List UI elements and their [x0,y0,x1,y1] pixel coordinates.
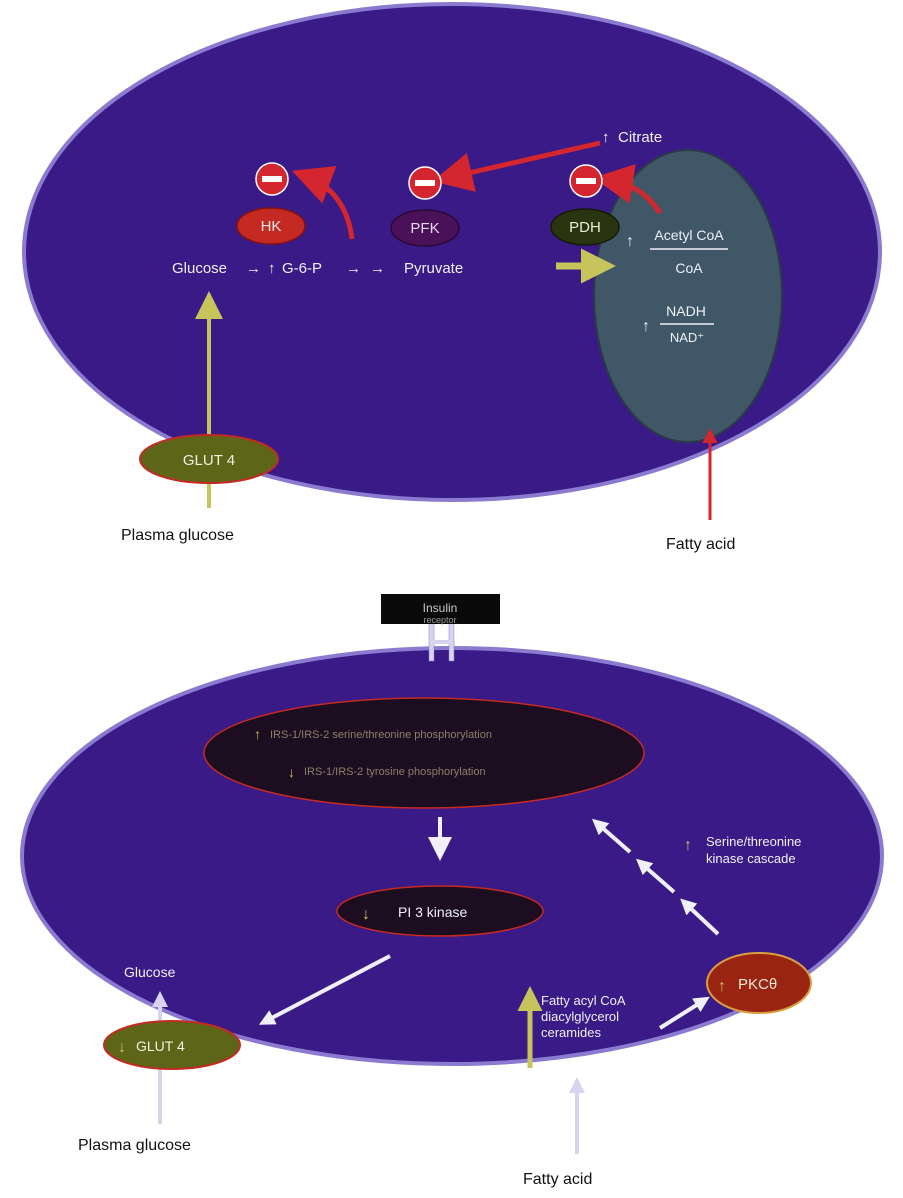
g6p-label: G-6-P [282,260,322,277]
citrate-label: Citrate [618,129,662,146]
fatty-acid-label-bottom: Fatty acid [523,1171,592,1188]
arrow-right-icon: → [246,260,261,277]
plasma-glucose-label-bottom: Plasma glucose [78,1137,191,1154]
down-arrow-icon: ↓ [118,1039,126,1056]
kinase-cascade-label-1: Serine/threonine [706,834,801,849]
fatty-acyl-coa-label: Fatty acyl CoA [541,993,626,1008]
bottom-panel: Insulin receptor ↑ IRS-1/IRS-2 serine/th… [20,594,884,1188]
ceramides-label: ceramides [541,1025,601,1040]
svg-text:PFK: PFK [410,220,439,237]
citrate-to-pfk-inhibition-arrow [432,140,601,192]
irs-serine-label: IRS-1/IRS-2 serine/threonine phosphoryla… [270,729,492,741]
acetyl-coa-label: Acetyl CoA [654,227,724,243]
inhibition-icon [408,166,442,200]
pkc-label: PKCθ [738,976,777,993]
insulin-receptor-label: Insulin [423,601,458,615]
arrow-right-icon: → [346,260,361,277]
pi3k-to-glut4-arrow [258,954,391,1025]
up-arrow-icon: ↑ [626,233,634,250]
fatty-acid-label-top: Fatty acid [666,536,735,553]
svg-text:HK: HK [261,218,282,235]
pi3-kinase-label: PI 3 kinase [398,904,467,920]
insulin-receptor-label-obscured: receptor [423,615,456,625]
svg-text:GLUT 4: GLUT 4 [183,452,235,469]
up-arrow-icon: ↑ [268,260,276,277]
pdh-enzyme: PDH [550,208,620,246]
diacylglycerol-label: diacylglycerol [541,1009,619,1024]
up-arrow-icon: ↑ [602,129,610,146]
arrow-right-icon: → [370,260,385,277]
nadh-label: NADH [666,303,706,319]
kinase-cascade-arrow [591,818,632,854]
mito-to-pdh-inhibition-arrow [593,164,663,215]
glucose-label-bottom: Glucose [124,964,176,980]
nad-label: NAD⁺ [670,330,704,345]
glucose-label: Glucose [172,260,227,277]
inhibition-icon [255,162,289,196]
g6p-to-hk-inhibition-arrow [291,166,355,240]
pkc-theta: ↑ PKCθ [706,952,812,1014]
mitochondrion [593,149,783,443]
pyruvate-label: Pyruvate [404,260,463,277]
glut4-transporter-top: GLUT 4 [139,434,279,484]
kinase-cascade-label-2: kinase cascade [706,851,796,866]
pfk-enzyme: PFK [390,209,460,247]
up-arrow-icon: ↑ [254,726,261,742]
top-panel: ↑ Citrate HK PFK PDH [22,2,882,553]
kinase-cascade-arrow [635,858,676,894]
hk-enzyme: HK [236,207,306,245]
down-arrow-icon: ↓ [288,764,295,780]
metabolites-to-pkc-arrow [658,996,710,1030]
up-arrow-icon: ↑ [718,978,726,995]
glut4-label-bottom: GLUT 4 [136,1038,185,1054]
up-arrow-icon: ↑ [642,318,650,335]
coa-label: CoA [675,260,703,276]
plasma-glucose-label-top: Plasma glucose [121,527,234,544]
inhibition-icon [569,164,603,198]
svg-text:PDH: PDH [569,219,601,236]
glut4-transporter-bottom: ↓ GLUT 4 [103,1020,241,1070]
kinase-cascade-arrow [680,898,720,936]
up-arrow-icon: ↑ [684,837,692,854]
down-arrow-icon: ↓ [362,906,370,923]
irs-tyrosine-label: IRS-1/IRS-2 tyrosine phosphorylation [304,766,486,778]
irs-phosphorylation-box: ↑ IRS-1/IRS-2 serine/threonine phosphory… [203,697,645,809]
pi3-kinase: ↓ PI 3 kinase [336,885,544,937]
insulin-receptor-label-box [381,594,500,624]
